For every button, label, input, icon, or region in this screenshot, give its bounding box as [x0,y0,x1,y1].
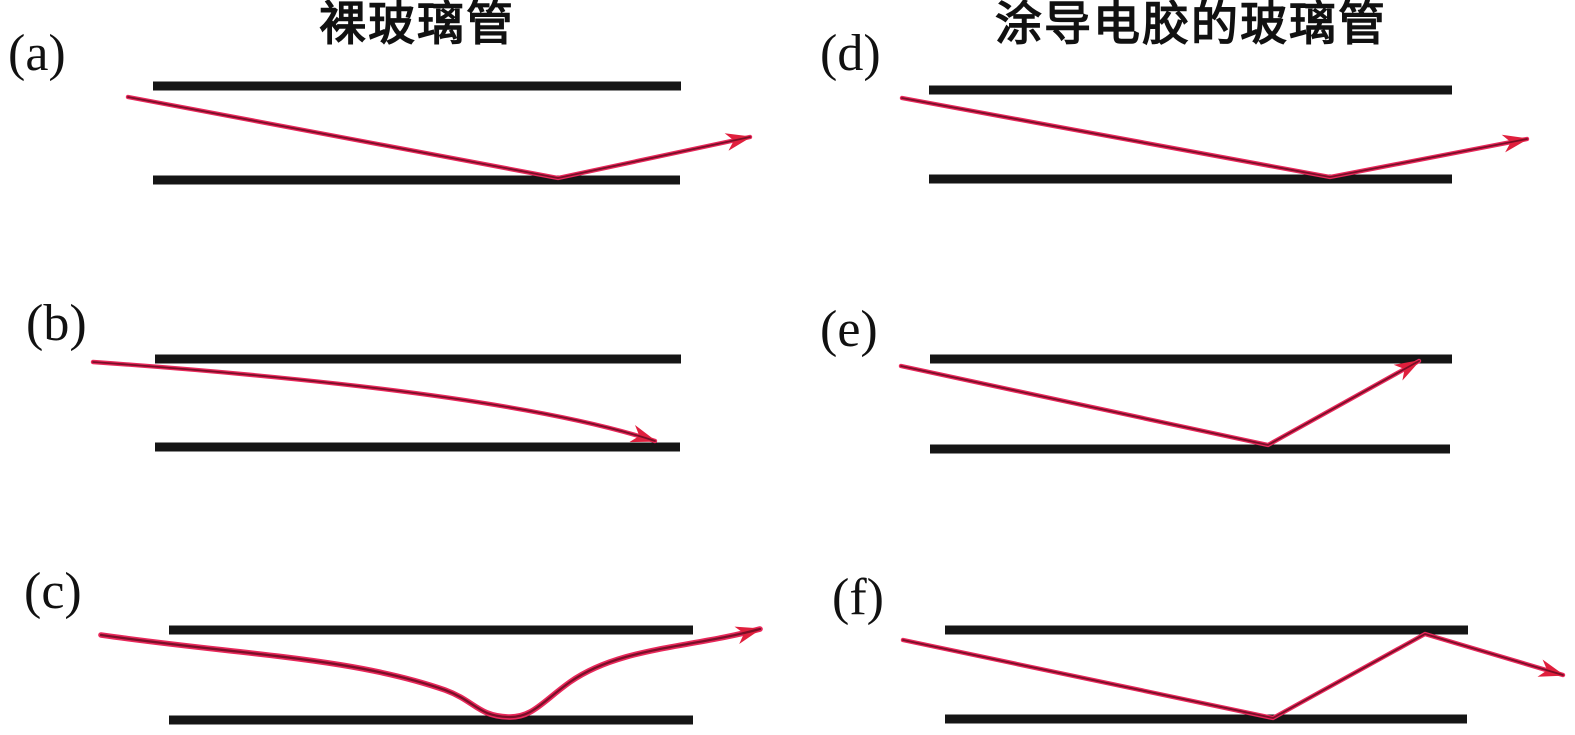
panel-f-graphics [900,625,1566,724]
light-ray-c [98,626,763,720]
panel-label-a: (a) [8,25,66,82]
light-ray-d [899,95,1530,180]
light-ray-b [90,359,658,444]
panel-label-d: (d) [820,25,881,82]
panel-label-e: (e) [820,301,878,358]
column-title-coated-glass-tube: 涂导电胶的玻璃管 [995,0,1387,51]
panel-label-f: (f) [832,569,884,626]
light-ray-core-a [127,96,751,179]
panel-e-graphics [898,354,1452,454]
light-ray-a [125,94,753,181]
panel-label-c: (c) [24,563,82,620]
panel-label-b: (b) [26,295,87,352]
light-ray-core-d [901,97,1528,178]
panel-d-graphics [899,85,1530,184]
light-ray-e [898,358,1422,448]
light-ray-core-f [902,633,1564,719]
light-ray-core-c [99,627,762,719]
panel-c-graphics [98,625,763,725]
light-ray-core-b [92,361,656,442]
light-ray-f [900,631,1566,721]
panel-a-graphics [125,81,753,185]
light-ray-core-e [900,360,1420,446]
panel-b-graphics [90,354,681,452]
column-title-bare-glass-tube: 裸玻璃管 [319,0,515,51]
